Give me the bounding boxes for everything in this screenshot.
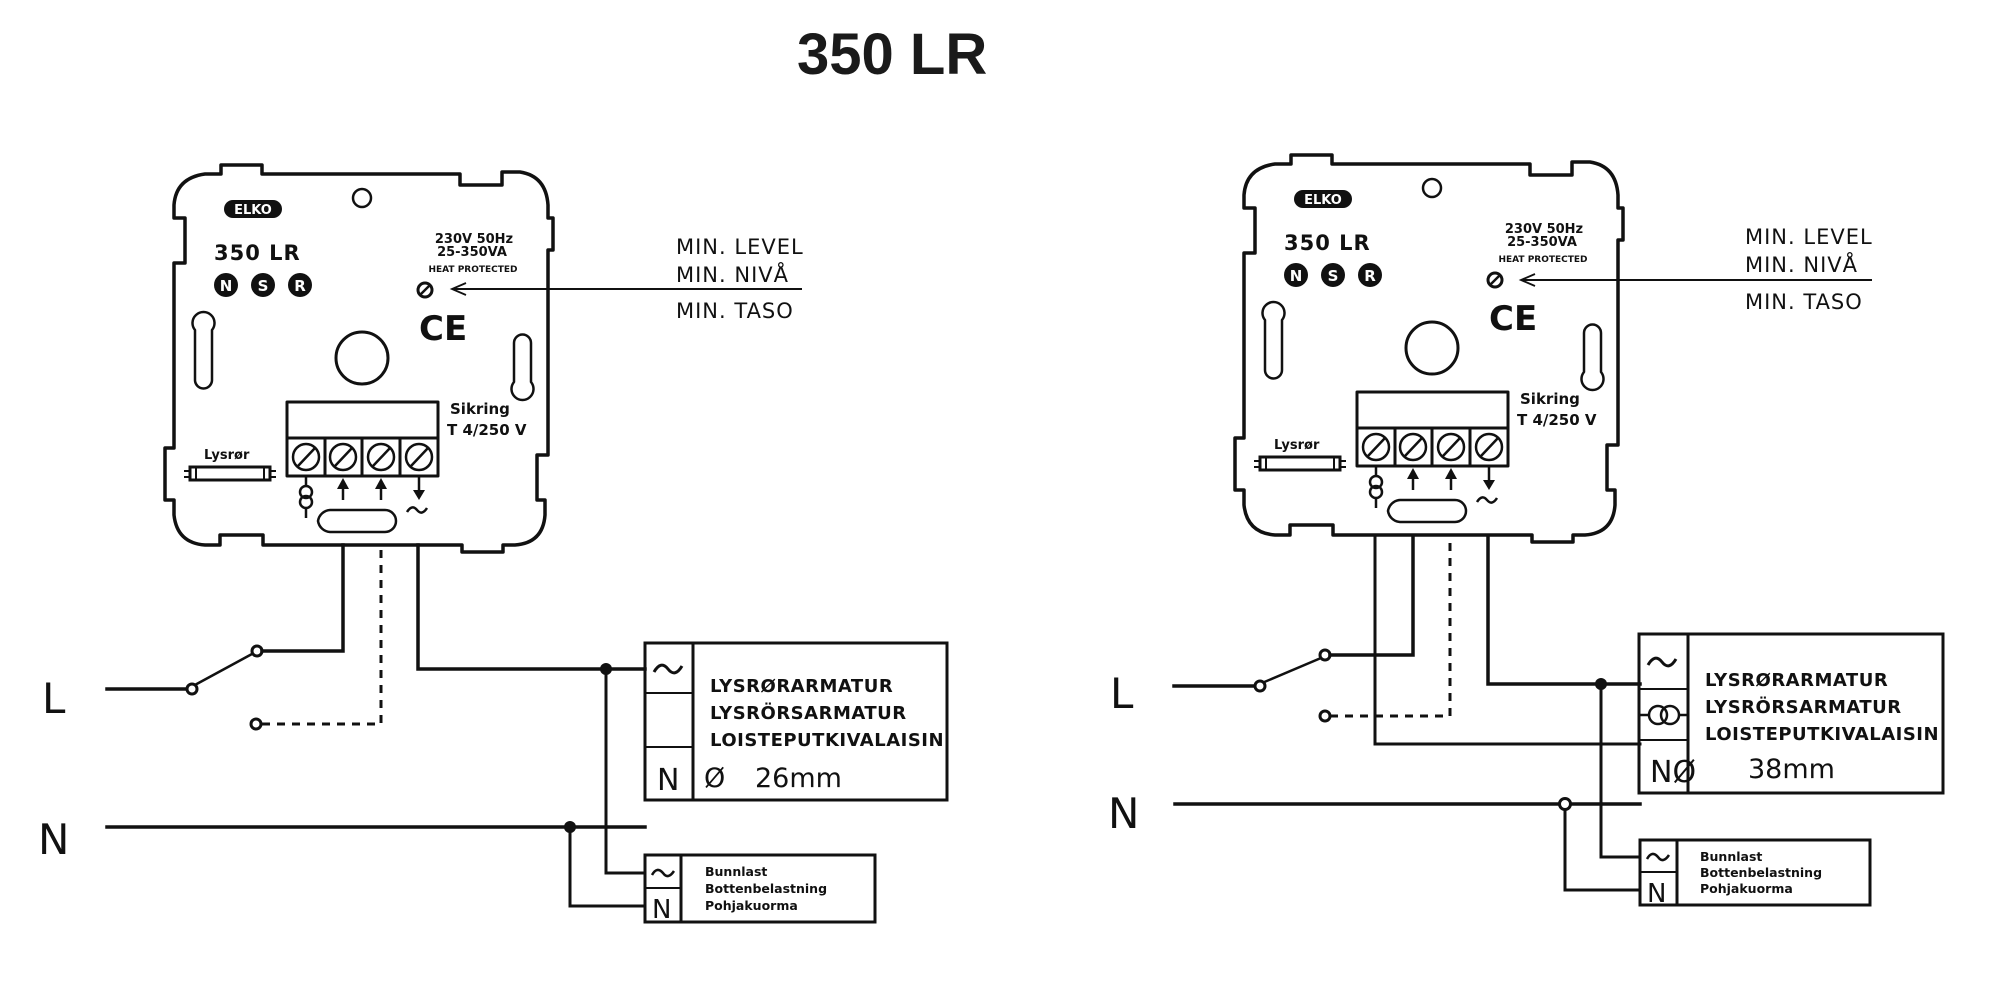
dimmer-device-left: ELKO 350 LR N S R 230V 50Hz 25-350VA HEA… xyxy=(163,163,555,554)
device-model-label: 350 LR xyxy=(1284,231,1371,255)
switch-pivot-terminal xyxy=(185,682,199,696)
base-load-fi: Pohjakuorma xyxy=(705,898,798,913)
wiring-right xyxy=(1172,535,1642,892)
junction-dot xyxy=(1595,678,1607,690)
min-level-en: MIN. LEVEL xyxy=(676,235,804,259)
ac-tilde-icon xyxy=(1646,656,1678,668)
ac-tilde-icon xyxy=(650,868,676,878)
dimmer-device-right: ELKO 350 LR N S R 230V 50Hz 25-350VA HEA… xyxy=(1233,153,1625,544)
ce-mark: CE xyxy=(1489,299,1537,339)
lamp-name-no: LYSRØRARMATUR xyxy=(710,676,893,697)
junction-dot xyxy=(1558,797,1572,811)
neutral-terminal-label: N xyxy=(652,895,671,925)
approval-mark-n: N xyxy=(1290,267,1303,285)
lamp-name-fi: LOISTEPUTKIVALAISIN xyxy=(1705,724,1939,745)
switch-contact-2 xyxy=(1318,709,1332,723)
tube-diameter: 38mm xyxy=(1748,754,1835,785)
arrow-left-icon xyxy=(1518,273,1536,287)
live-label-left: L xyxy=(42,674,66,723)
spec-power: 25-350VA xyxy=(437,245,507,260)
base-load-no: Bunnlast xyxy=(705,864,767,879)
fuse-rating: T 4/250 V xyxy=(1517,411,1597,429)
spec-heat-protected: HEAT PROTECTED xyxy=(428,265,517,275)
tube-label: Lysrør xyxy=(204,448,250,463)
approval-mark-s: S xyxy=(1328,267,1339,285)
approval-mark-r: R xyxy=(1364,267,1376,285)
wiring-left xyxy=(105,543,647,908)
lamp-name-sv: LYSRÖRSARMATUR xyxy=(1705,696,1902,718)
right-diagram: ELKO 350 LR N S R 230V 50Hz 25-350VA HEA… xyxy=(1108,153,1945,909)
elko-logo: ELKO xyxy=(1304,193,1342,208)
lamp-name-sv: LYSRÖRSARMATUR xyxy=(710,702,907,724)
fuse-rating: T 4/250 V xyxy=(447,421,527,439)
approval-mark-r: R xyxy=(294,277,306,295)
min-level-fi: MIN. TASO xyxy=(676,299,794,323)
neutral-terminal-label: N xyxy=(657,763,679,798)
lamp-name-no: LYSRØRARMATUR xyxy=(1705,670,1888,691)
switch-contact-2 xyxy=(249,717,263,731)
approval-mark-n: N xyxy=(220,277,233,295)
neutral-terminal-label: NØ xyxy=(1650,755,1696,790)
ac-tilde-icon xyxy=(652,663,684,675)
spec-power: 25-350VA xyxy=(1507,235,1577,250)
base-load-sv: Bottenbelastning xyxy=(705,881,827,896)
spec-heat-protected: HEAT PROTECTED xyxy=(1498,255,1587,265)
min-level-en: MIN. LEVEL xyxy=(1745,225,1873,249)
fuse-label: Sikring xyxy=(1520,390,1580,408)
left-diagram: ELKO 350 LR N S R 230V 50Hz 25-350VA HEA… xyxy=(38,163,949,925)
min-level-annotation-right: MIN. LEVEL MIN. NIVÅ MIN. TASO xyxy=(1518,225,1873,314)
transformer-icon xyxy=(1639,704,1688,726)
ce-mark: CE xyxy=(419,309,467,349)
neutral-label-right: N xyxy=(1108,789,1139,838)
base-load-fi: Pohjakuorma xyxy=(1700,881,1793,896)
base-load-box-right: N Bunnlast Bottenbelastning Pohjakuorma xyxy=(1638,838,1872,909)
switch-pivot-terminal xyxy=(1253,679,1267,693)
lamp-name-fi: LOISTEPUTKIVALAISIN xyxy=(710,730,944,751)
ac-tilde-icon xyxy=(1645,852,1671,862)
elko-logo: ELKO xyxy=(234,203,272,218)
base-load-sv: Bottenbelastning xyxy=(1700,865,1822,880)
base-load-box-left: N Bunnlast Bottenbelastning Pohjakuorma xyxy=(643,853,877,925)
min-level-annotation-left: MIN. LEVEL MIN. NIVÅ MIN. TASO xyxy=(449,235,804,323)
device-outline xyxy=(163,163,555,554)
tube-label: Lysrør xyxy=(1274,438,1320,453)
min-level-sv: MIN. NIVÅ xyxy=(676,261,789,287)
diameter-symbol: Ø xyxy=(704,763,725,794)
approval-mark-s: S xyxy=(258,277,269,295)
fluorescent-fixture-38mm: NØ LYSRØRARMATUR LYSRÖRSARMATUR LOISTEPU… xyxy=(1637,632,1945,795)
arrow-left-icon xyxy=(449,282,467,296)
page-title: 350 LR xyxy=(797,22,987,87)
fluorescent-fixture-26mm: N LYSRØRARMATUR LYSRÖRSARMATUR LOISTEPUT… xyxy=(643,641,949,802)
min-level-fi: MIN. TASO xyxy=(1745,290,1863,314)
junction-dot xyxy=(564,821,576,833)
fuse-label: Sikring xyxy=(450,400,510,418)
junction-dot xyxy=(600,663,612,675)
min-level-sv: MIN. NIVÅ xyxy=(1745,251,1858,277)
base-load-no: Bunnlast xyxy=(1700,849,1762,864)
neutral-label-left: N xyxy=(38,815,69,864)
spec-voltage: 230V 50Hz xyxy=(1505,222,1583,237)
neutral-terminal-label: N xyxy=(1647,879,1666,909)
device-outline xyxy=(1233,153,1625,544)
tube-diameter: 26mm xyxy=(755,763,842,794)
device-model-label: 350 LR xyxy=(214,241,301,265)
spec-voltage: 230V 50Hz xyxy=(435,232,513,247)
live-label-right: L xyxy=(1110,669,1134,718)
